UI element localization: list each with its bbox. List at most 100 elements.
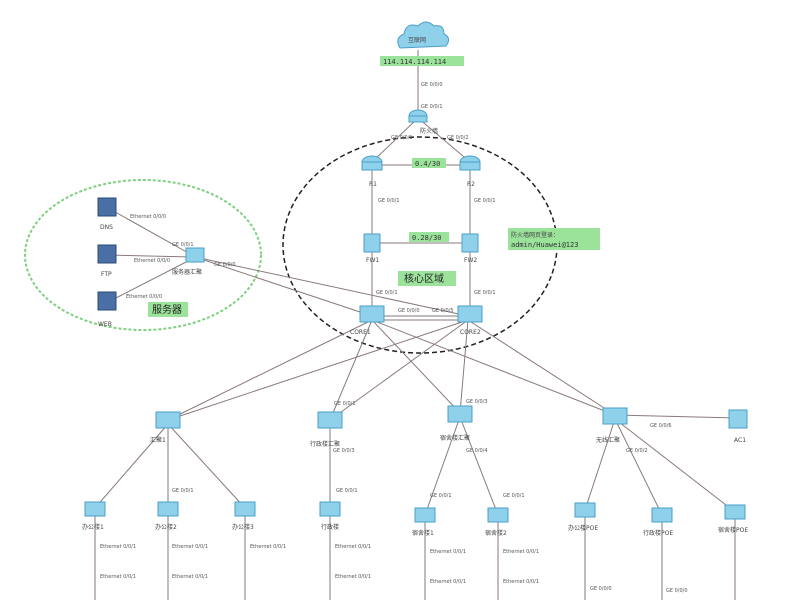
svg-text:Ethernet 0/0/1: Ethernet 0/0/1 [172, 574, 208, 580]
acc6-label: 宿舍楼2 [485, 529, 507, 537]
core-net-2-bg [409, 232, 449, 242]
links [94, 50, 739, 600]
ap1-switch-icon [574, 502, 596, 518]
core-zone-label: 核心区域 [404, 272, 444, 285]
core2-label: CORE2 [460, 329, 481, 336]
r1-router-icon [361, 155, 383, 171]
agg1-switch-icon [155, 411, 181, 429]
core-zone-bg [398, 271, 456, 286]
web-label: WEB [98, 321, 112, 328]
svg-text:GE 0/0/1: GE 0/0/1 [378, 198, 400, 204]
public-ip-label: 114.114.114.114 [383, 58, 446, 66]
ap3-label: 宿舍楼POE [718, 526, 748, 534]
svg-text:Ethernet 0/0/0: Ethernet 0/0/0 [126, 294, 162, 300]
firewall-label: 防火墙 [420, 127, 438, 135]
acc3-switch-icon [234, 501, 256, 517]
ap2-label: 行政楼POE [643, 529, 673, 537]
core-net-2-label: 0.28/30 [412, 234, 442, 242]
svg-text:GE 0/0/1: GE 0/0/1 [172, 242, 194, 248]
agg4-switch-icon [602, 407, 628, 425]
ap2-switch-icon [651, 507, 673, 523]
svg-text:GE 0/0/0: GE 0/0/0 [590, 586, 612, 592]
server-switch-icon [185, 247, 205, 263]
ap3-switch-icon [724, 504, 746, 520]
agg4-label: 无线汇聚 [596, 436, 620, 444]
svg-text:Ethernet 0/0/1: Ethernet 0/0/1 [172, 544, 208, 550]
internet-label: 互联网 [408, 36, 426, 44]
agg3-label: 宿舍楼汇聚 [440, 434, 470, 442]
mgmt-title: 防火墙网页登录： [511, 231, 559, 239]
fw1-firewall-icon [363, 233, 381, 253]
port-labels: GE 0/0/0 GE 0/0/1 GE 0/0/1 GE 0/0/2 GE 0… [100, 82, 688, 594]
svg-text:GE 0/0/1: GE 0/0/1 [421, 104, 443, 110]
core1-switch-icon [359, 305, 385, 323]
ftp-server-icon [97, 244, 117, 264]
dns-label: DNS [100, 224, 113, 231]
firewall-router-icon [408, 109, 428, 123]
svg-text:GE 0/0/2: GE 0/0/2 [447, 135, 469, 141]
mgmt-note-bg [508, 228, 600, 250]
core-net-1-bg [412, 158, 446, 168]
svg-text:GE 0/0/1: GE 0/0/1 [334, 401, 356, 407]
svg-text:GE 0/0/5: GE 0/0/5 [432, 308, 454, 314]
ac-controller-icon [728, 409, 748, 429]
acc5-label: 宿舍楼1 [412, 529, 434, 537]
svg-text:GE 0/0/0: GE 0/0/0 [666, 588, 688, 594]
r1-label: R1 [369, 181, 377, 188]
internet-cloud-icon [397, 21, 450, 49]
acc1-label: 办公楼1 [82, 523, 104, 531]
ap1-label: 办公楼POE [568, 524, 598, 532]
fw1-label: FW1 [366, 257, 379, 264]
mgmt-credentials: admin/Huawei@123 [511, 241, 578, 249]
server-zone-ring [24, 179, 262, 331]
svg-text:GE 0/0/1: GE 0/0/1 [474, 198, 496, 204]
svg-text:GE 0/0/1: GE 0/0/1 [376, 290, 398, 296]
svg-text:Ethernet 0/0/1: Ethernet 0/0/1 [335, 574, 371, 580]
acc2-label: 办公楼2 [155, 523, 177, 531]
agg2-label: 行政楼汇聚 [310, 440, 340, 448]
svg-text:GE 0/0/3: GE 0/0/3 [333, 448, 355, 454]
public-ip-bg [380, 56, 464, 66]
svg-text:Ethernet 0/0/1: Ethernet 0/0/1 [250, 544, 286, 550]
acc4-label: 行政楼 [321, 523, 339, 531]
svg-text:GE 0/0/1: GE 0/0/1 [474, 290, 496, 296]
svg-text:GE 0/0/4: GE 0/0/4 [466, 448, 488, 454]
server-switch-label: 服务器汇聚 [172, 268, 202, 276]
r2-label: R2 [467, 181, 475, 188]
agg3-switch-icon [447, 405, 473, 423]
svg-text:GE 0/0/1: GE 0/0/1 [430, 493, 452, 499]
svg-text:GE 0/0/1: GE 0/0/1 [336, 488, 358, 494]
acc6-switch-icon [487, 507, 509, 523]
acc1-switch-icon [84, 501, 106, 517]
agg1-label: 汇聚1 [150, 436, 166, 444]
fw2-firewall-icon [461, 233, 479, 253]
svg-text:Ethernet 0/0/1: Ethernet 0/0/1 [503, 549, 539, 555]
fw2-label: FW2 [464, 257, 477, 264]
server-zone-label: 服务器 [152, 303, 182, 316]
ftp-label: FTP [101, 271, 112, 278]
agg2-switch-icon [317, 411, 343, 429]
core2-switch-icon [457, 305, 483, 323]
acc2-switch-icon [157, 501, 179, 517]
svg-text:Ethernet 0/0/1: Ethernet 0/0/1 [100, 544, 136, 550]
svg-text:Ethernet 0/0/1: Ethernet 0/0/1 [503, 579, 539, 585]
svg-text:GE 0/0/3: GE 0/0/3 [466, 399, 488, 405]
server-zone-bg [148, 302, 188, 317]
dns-server-icon [97, 197, 117, 217]
web-server-icon [97, 291, 117, 311]
svg-text:Ethernet 0/0/1: Ethernet 0/0/1 [430, 549, 466, 555]
svg-text:Ethernet 0/0/1: Ethernet 0/0/1 [100, 574, 136, 580]
svg-text:Ethernet 0/0/1: Ethernet 0/0/1 [335, 544, 371, 550]
acc4-switch-icon [319, 501, 341, 517]
svg-text:Ethernet 0/0/0: Ethernet 0/0/0 [134, 258, 170, 264]
svg-text:GE 0/0/0: GE 0/0/0 [421, 82, 443, 88]
r2-router-icon [459, 155, 481, 171]
svg-text:Ethernet 0/0/1: Ethernet 0/0/1 [430, 579, 466, 585]
svg-text:GE 0/0/6: GE 0/0/6 [650, 423, 672, 429]
svg-text:Ethernet 0/0/0: Ethernet 0/0/0 [130, 214, 166, 220]
svg-text:GE 0/0/1: GE 0/0/1 [172, 488, 194, 494]
ac-label: AC1 [734, 437, 746, 444]
svg-text:GE 0/0/2: GE 0/0/2 [626, 448, 648, 454]
svg-text:GE 0/0/0: GE 0/0/0 [214, 262, 236, 268]
